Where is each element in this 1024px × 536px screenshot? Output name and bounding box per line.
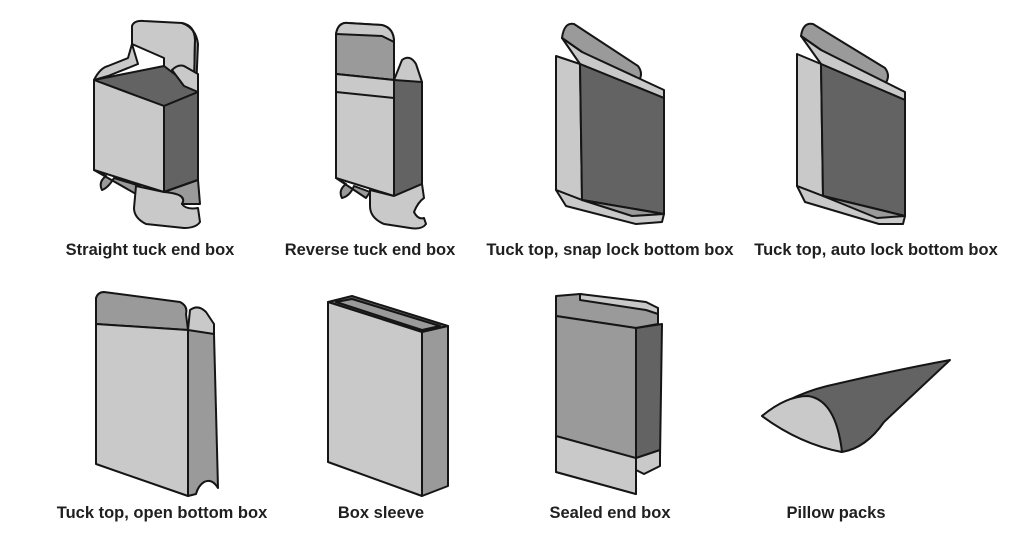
label-snap-lock-bottom-box: Tuck top, snap lock bottom box <box>486 241 734 259</box>
snap-lock-bottom-box-icon <box>552 18 672 228</box>
label-pillow-packs: Pillow packs <box>786 504 886 522</box>
label-sealed-end-box: Sealed end box <box>549 504 671 522</box>
straight-tuck-end-box-icon <box>88 18 208 230</box>
label-open-bottom-box: Tuck top, open bottom box <box>56 504 268 522</box>
reverse-tuck-end-box-icon <box>330 20 430 230</box>
label-box-sleeve: Box sleeve <box>337 504 425 522</box>
label-straight-tuck-end-box: Straight tuck end box <box>65 241 235 259</box>
sealed-end-box-icon <box>550 290 670 500</box>
label-auto-lock-bottom-box: Tuck top, auto lock bottom box <box>754 241 998 259</box>
label-reverse-tuck-end-box: Reverse tuck end box <box>284 241 456 259</box>
open-bottom-box-icon <box>90 290 230 500</box>
pillow-pack-icon <box>756 352 956 462</box>
auto-lock-bottom-box-icon <box>793 18 913 228</box>
box-sleeve-icon <box>322 290 462 500</box>
